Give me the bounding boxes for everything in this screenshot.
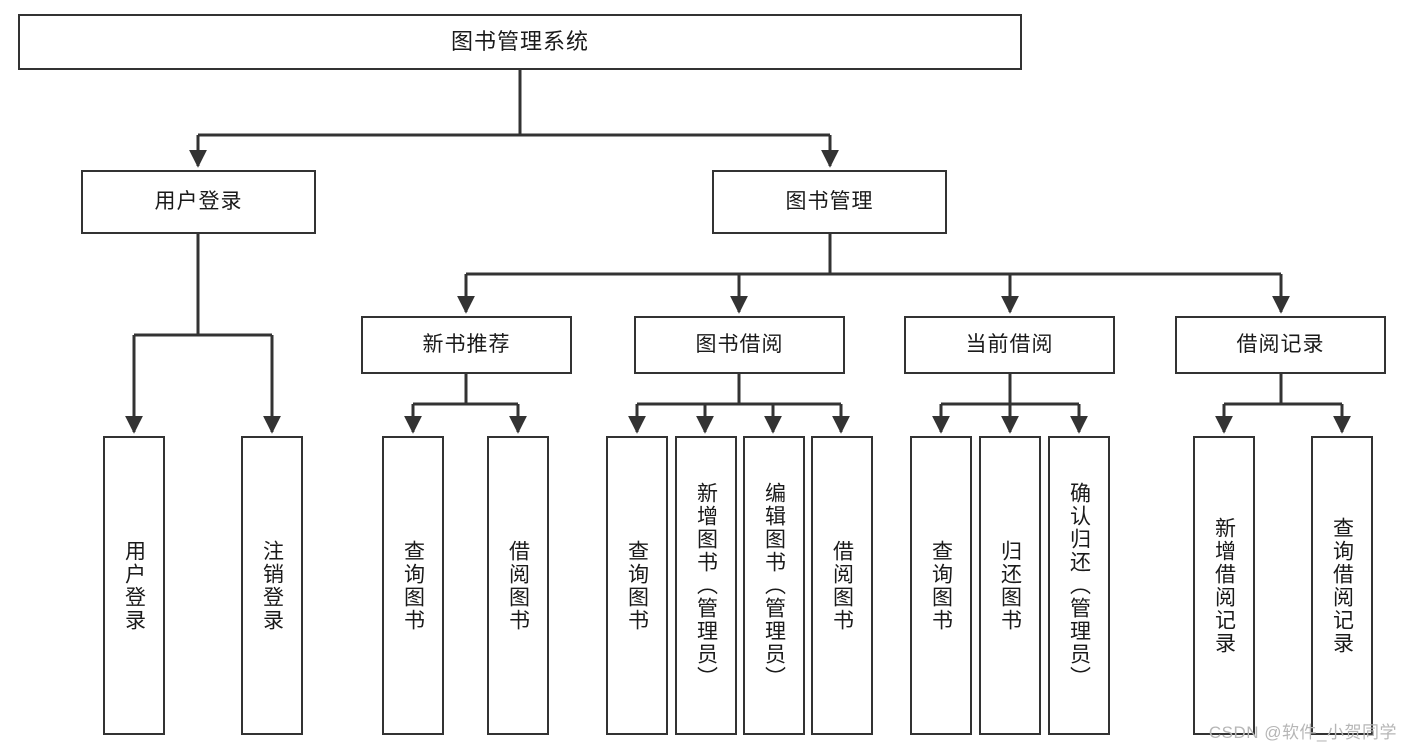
node-user-login[interactable]: 用户登录 bbox=[81, 170, 316, 234]
leaf-user-login[interactable]: 用户登录 bbox=[103, 436, 165, 735]
leaf-query-book-3[interactable]: 查询图书 bbox=[910, 436, 972, 735]
leaf-add-book[interactable]: 新增图书（管理员） bbox=[675, 436, 737, 735]
node-book-borrow[interactable]: 图书借阅 bbox=[634, 316, 845, 374]
leaf-add-record[interactable]: 新增借阅记录 bbox=[1193, 436, 1255, 735]
leaf-confirm-return[interactable]: 确认归还（管理员） bbox=[1048, 436, 1110, 735]
node-borrow-record[interactable]: 借阅记录 bbox=[1175, 316, 1386, 374]
node-current-borrow[interactable]: 当前借阅 bbox=[904, 316, 1115, 374]
leaf-query-record[interactable]: 查询借阅记录 bbox=[1311, 436, 1373, 735]
leaf-user-logout[interactable]: 注销登录 bbox=[241, 436, 303, 735]
node-root-system[interactable]: 图书管理系统 bbox=[18, 14, 1022, 70]
leaf-return-book[interactable]: 归还图书 bbox=[979, 436, 1041, 735]
leaf-edit-book[interactable]: 编辑图书（管理员） bbox=[743, 436, 805, 735]
leaf-borrow-book-1[interactable]: 借阅图书 bbox=[487, 436, 549, 735]
leaf-query-book-2[interactable]: 查询图书 bbox=[606, 436, 668, 735]
leaf-query-book-1[interactable]: 查询图书 bbox=[382, 436, 444, 735]
node-book-manage[interactable]: 图书管理 bbox=[712, 170, 947, 234]
node-new-book-recommend[interactable]: 新书推荐 bbox=[361, 316, 572, 374]
leaf-borrow-book-2[interactable]: 借阅图书 bbox=[811, 436, 873, 735]
watermark-text: CSDN @软件_小贺同学 bbox=[1208, 723, 1397, 742]
